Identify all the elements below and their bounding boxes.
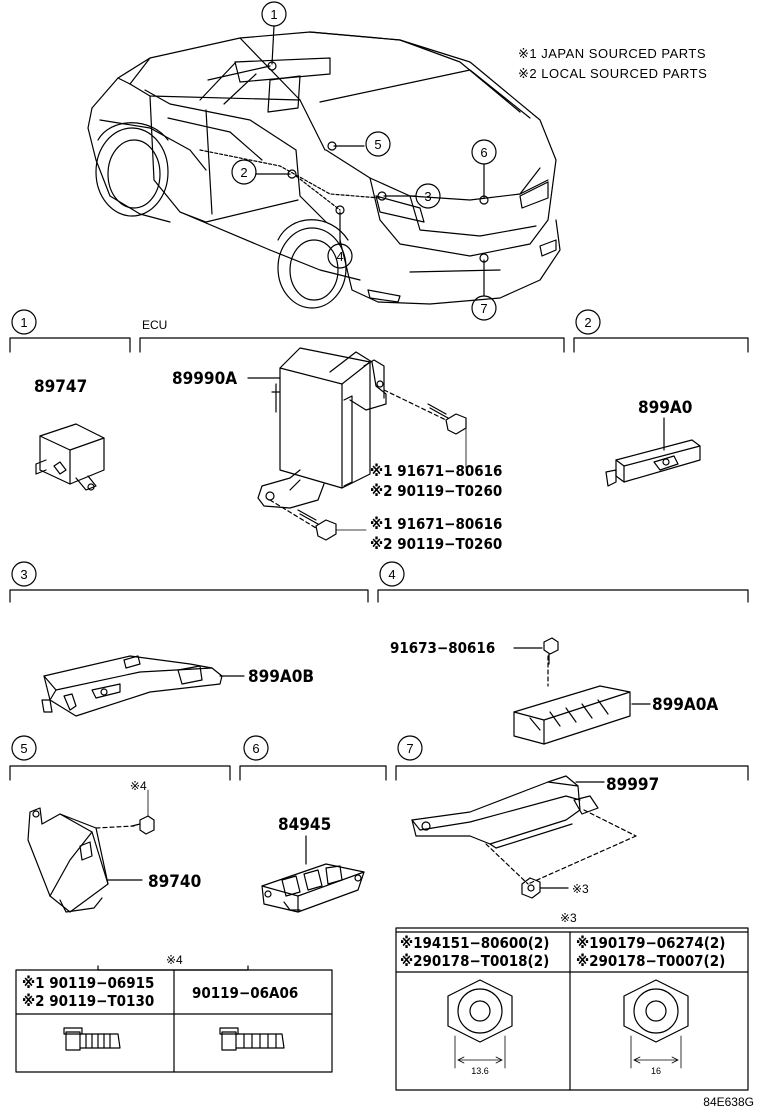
ref-note-3: ※3 [572, 882, 589, 896]
table-4-bolt-japan: ※1 90119−06915 [22, 974, 154, 992]
ecu-label: ECU [142, 318, 167, 332]
part-number-899a0: 899A0 [638, 398, 692, 418]
car-illustration [87, 31, 561, 309]
part-89997-drawing [411, 775, 637, 899]
section-frames [9, 309, 749, 781]
table-3-nut2-local: ※290178−T0007(2) [576, 952, 725, 970]
ecu-bolt2-japan: ※1 91671−80616 [370, 515, 502, 533]
section-1-number: 1 [20, 315, 27, 330]
part-899a0b-drawing [41, 655, 245, 717]
diagram-code: 84E638G [703, 1095, 754, 1109]
part-89990a-drawing [247, 347, 467, 541]
car-callout-3: 3 [424, 189, 431, 204]
section-6-number: 6 [252, 741, 259, 756]
part-number-89740: 89740 [148, 872, 201, 892]
part-89747-drawing [35, 423, 105, 491]
part-number-89747: 89747 [34, 377, 87, 397]
car-callout-2: 2 [240, 165, 247, 180]
part-84945-drawing [261, 835, 365, 913]
nut2-dimension: 16 [651, 1066, 661, 1076]
table-4-title: ※4 [166, 953, 183, 967]
table-4-bolt-local: ※2 90119−T0130 [22, 992, 154, 1010]
part-number-89990a: 89990A [172, 369, 237, 389]
table-3-frame [395, 927, 749, 1091]
car-callout-6: 6 [480, 145, 487, 160]
part-89740-drawing [27, 789, 155, 913]
table-3-nut2-japan: ※190179−06274(2) [576, 934, 725, 952]
screw-91673-80616: 91673−80616 [390, 639, 495, 657]
table-4-bolt-common: 90119−06A06 [192, 984, 298, 1002]
table-3-title: ※3 [560, 911, 577, 925]
ecu-bolt2-local: ※2 90119−T0260 [370, 535, 502, 553]
part-899a0-drawing [605, 417, 701, 487]
car-callout-7: 7 [480, 301, 487, 316]
table-3-nut1-local: ※290178−T0018(2) [400, 952, 549, 970]
car-callout-1: 1 [270, 7, 277, 22]
ecu-bolt1-japan: ※1 91671−80616 [370, 462, 502, 480]
car-callouts [231, 1, 497, 321]
car-callout-4: 4 [336, 249, 343, 264]
car-callout-5: 5 [374, 137, 381, 152]
part-number-84945: 84945 [278, 815, 331, 835]
part-899a0a-drawing [513, 637, 651, 745]
section-2-number: 2 [584, 315, 591, 330]
note-japan-sourced: ※1 JAPAN SOURCED PARTS [518, 46, 706, 61]
table-4-frame [15, 965, 333, 1073]
section-3-number: 3 [20, 567, 27, 582]
section-5-number: 5 [20, 741, 27, 756]
part-number-899a0b: 899A0B [248, 667, 314, 687]
part-number-899a0a: 899A0A [652, 695, 718, 715]
note-local-sourced: ※2 LOCAL SOURCED PARTS [518, 66, 707, 81]
section-7-number: 7 [406, 741, 413, 756]
ref-note-4: ※4 [130, 779, 147, 793]
nut1-dimension: 13.6 [471, 1066, 489, 1076]
part-number-89997: 89997 [606, 775, 659, 795]
table-3-nut1-japan: ※194151−80600(2) [400, 934, 549, 952]
section-4-number: 4 [388, 567, 395, 582]
ecu-bolt1-local: ※2 90119−T0260 [370, 482, 502, 500]
